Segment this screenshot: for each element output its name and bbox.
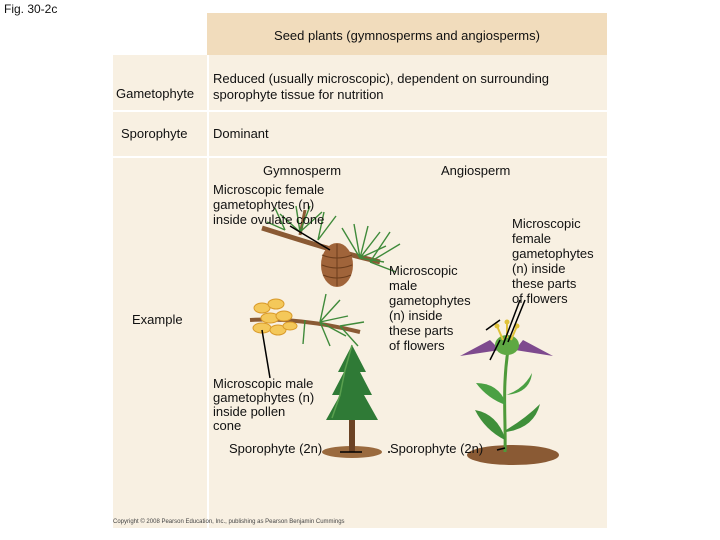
gymno-male-line1: Microscopic male — [213, 376, 313, 391]
gymno-female-line2: gametophytes (n) — [213, 197, 314, 212]
gymno-male-line2: gametophytes (n) — [213, 390, 314, 405]
angio-male-line3: gametophytes — [389, 293, 471, 308]
gymno-female-line1: Microscopic female — [213, 182, 324, 197]
angiosperm-title: Angiosperm — [441, 163, 510, 178]
gymno-male-line3: inside pollen — [213, 404, 285, 419]
angio-male-line4: (n) inside — [389, 308, 442, 323]
angio-female-line6: of flowers — [512, 291, 568, 306]
angio-sporophyte-label: Sporophyte (2n) — [390, 441, 483, 456]
angio-female-line4: (n) inside — [512, 261, 565, 276]
angio-female-line5: these parts — [512, 276, 576, 291]
gymno-female-line3: inside ovulate cone — [213, 212, 324, 227]
gymno-male-line4: cone — [213, 418, 241, 433]
angio-male-line2: male — [389, 278, 417, 293]
angio-female-line2: female — [512, 231, 551, 246]
angio-female-line3: gametophytes — [512, 246, 594, 261]
gymnosperm-title: Gymnosperm — [263, 163, 341, 178]
conifer-tree-illustration — [322, 345, 382, 458]
copyright-notice: Copyright © 2008 Pearson Education, Inc.… — [113, 519, 345, 525]
angio-male-line5: these parts — [389, 323, 453, 338]
pollen-cone-branch-illustration — [250, 294, 364, 346]
angio-male-line1: Microscopic — [389, 263, 458, 278]
angio-male-line6: of flowers — [389, 338, 445, 353]
angio-female-line1: Microscopic — [512, 216, 581, 231]
gymno-sporophyte-label: Sporophyte (2n) — [229, 441, 322, 456]
